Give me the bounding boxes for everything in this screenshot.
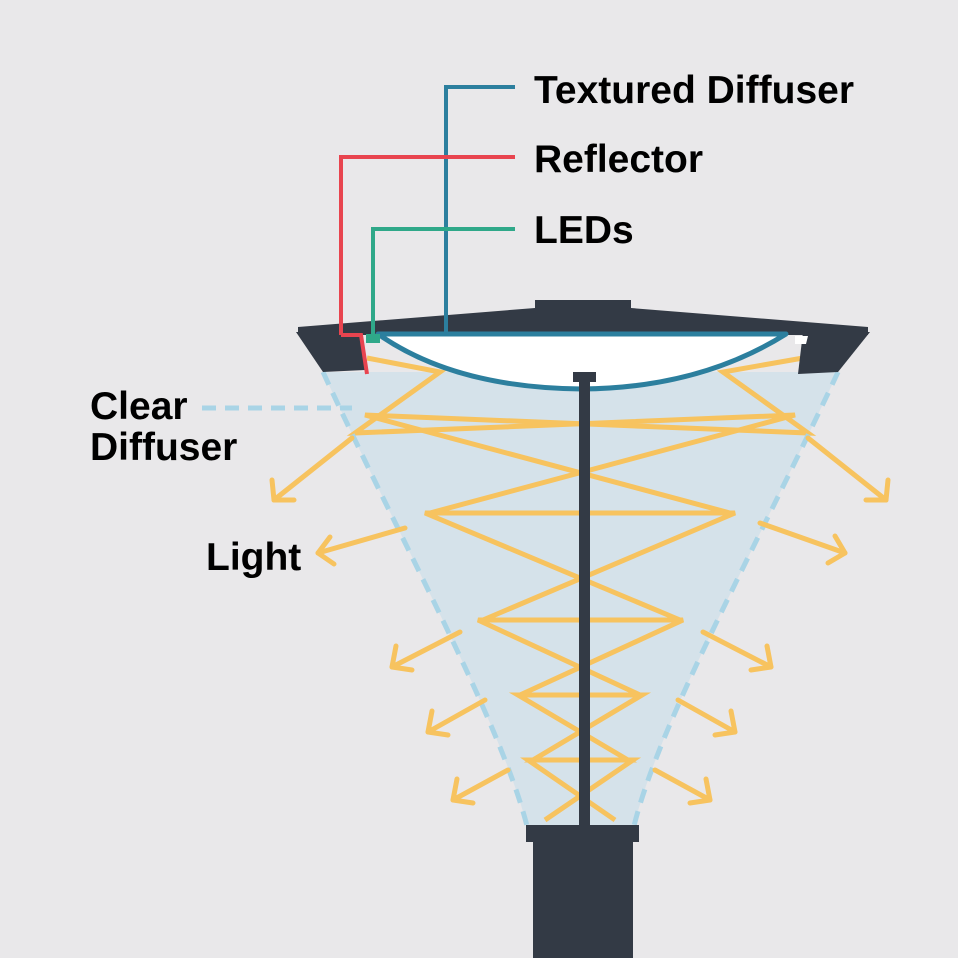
label-clear-diffuser-line1: Clear (90, 385, 188, 428)
light-arrow (315, 525, 408, 567)
light-arrow (700, 629, 774, 673)
light-arrow (757, 520, 848, 566)
light-arrow (675, 697, 738, 738)
label-reflector: Reflector (534, 138, 704, 181)
lamp-stem (579, 378, 590, 830)
light-arrow (269, 435, 355, 503)
led-chip (366, 334, 380, 343)
label-leds: LEDs (534, 209, 634, 252)
zigzag-light-ray (364, 355, 817, 823)
reflector (341, 333, 369, 375)
light-arrow (425, 697, 488, 738)
light-arrow (450, 767, 511, 806)
lamp-head-right-wing (798, 332, 870, 374)
label-clear-diffuser-line2: Diffuser (90, 426, 238, 469)
leds-leader (371, 227, 515, 335)
clear-diffuser-outline (320, 370, 530, 827)
light-arrow (805, 435, 891, 503)
lamp-head (298, 308, 868, 335)
label-light: Light (206, 536, 302, 579)
clear-diffuser-outline (631, 370, 841, 827)
light-arrows (269, 435, 891, 806)
lamp-head-left-wing (296, 332, 365, 372)
textured-diffuser-leader (444, 85, 515, 333)
pole-collar (526, 825, 639, 842)
light-arrow (389, 629, 463, 673)
light-arrow (652, 767, 713, 806)
pole (533, 838, 633, 958)
lamp-stem-top (573, 372, 596, 382)
label-textured-diffuser: Textured Diffuser (534, 69, 854, 112)
reflector-leader (339, 155, 515, 335)
inner-glow (795, 336, 808, 344)
